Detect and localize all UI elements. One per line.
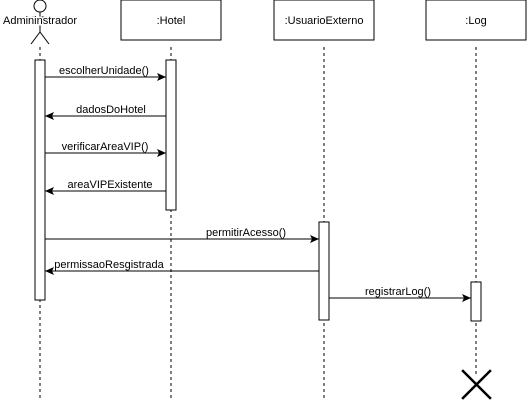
actor-icon: [30, 0, 50, 45]
message-verificar-area-vip: verificarAreaVIP(): [45, 141, 166, 157]
message-label: escolherUnidade(): [59, 65, 149, 77]
activation-log: [470, 281, 482, 322]
activation-hotel: [165, 59, 177, 211]
message-escolher-unidade: escolherUnidade(): [45, 65, 166, 81]
message-dados-do-hotel: dadosDoHotel: [45, 104, 166, 120]
message-label: registrarLog(): [365, 286, 431, 298]
participant-box-usuario: [273, 0, 375, 41]
participant-box-log: [425, 0, 527, 41]
message-label: verificarAreaVIP(): [62, 141, 149, 153]
x-destroy-icon: [461, 369, 492, 400]
participant-name-log: :Log: [465, 15, 486, 27]
message-label: permissaoResgistrada: [54, 259, 164, 271]
actor-name: Admininstrador: [3, 15, 77, 27]
participant-name-usuario: :UsuarioExterno: [285, 15, 364, 27]
message-permitir-acesso: permitirAcesso(): [45, 227, 319, 243]
participant-box-hotel: [120, 0, 222, 41]
message-label: dadosDoHotel: [76, 104, 146, 116]
message-permissao-resgistrada: permissaoResgistrada: [45, 259, 319, 275]
message-label: areaVIPExistente: [68, 179, 153, 191]
message-label: permitirAcesso(): [206, 227, 286, 239]
message-area-vip-existente: areaVIPExistente: [45, 179, 166, 195]
activation-usuario: [318, 221, 330, 321]
activation-actor: [34, 59, 46, 301]
participant-name-hotel: :Hotel: [157, 15, 186, 27]
message-registrar-log: registrarLog(): [329, 286, 471, 302]
